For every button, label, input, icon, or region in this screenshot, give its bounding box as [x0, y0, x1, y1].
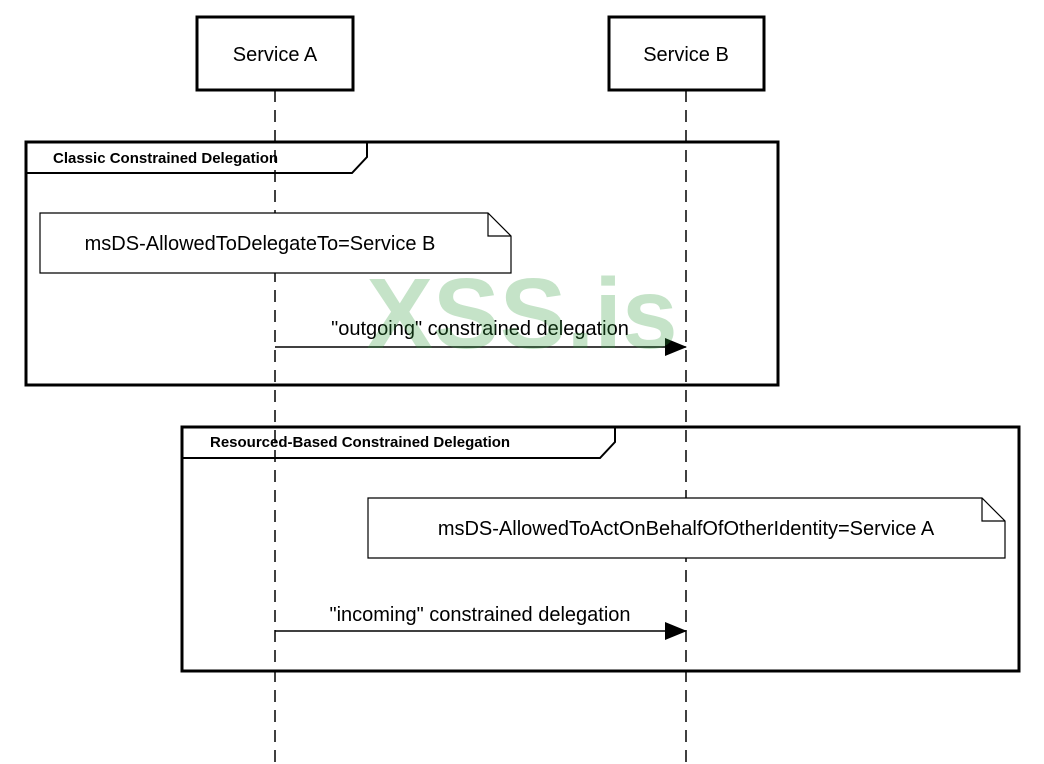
frame-title: Classic Constrained Delegation — [53, 150, 278, 167]
note-allowed-to-delegate-to: msDS-AllowedToDelegateTo=Service B — [39, 212, 512, 274]
participant-service-b[interactable]: Service B — [607, 15, 766, 92]
note-allowed-to-act-on-behalf: msDS-AllowedToActOnBehalfOfOtherIdentity… — [367, 497, 1006, 559]
message-label: "incoming" constrained delegation — [329, 604, 630, 626]
frame-resource-based-constrained-delegation: Resourced-Based Constrained Delegation m… — [180, 425, 1021, 673]
message-incoming-delegation: "incoming" constrained delegation — [275, 604, 687, 640]
frame-classic-constrained-delegation: Classic Constrained Delegation msDS-Allo… — [24, 140, 780, 387]
frame-title-tab — [26, 142, 368, 174]
note-text: msDS-AllowedToActOnBehalfOfOtherIdentity… — [438, 518, 935, 540]
message-label: "outgoing" constrained delegation — [331, 318, 629, 340]
frame-title-tab — [182, 427, 616, 459]
watermark: XSS.is — [366, 258, 677, 370]
participant-service-a[interactable]: Service A — [195, 15, 355, 92]
participant-label: Service A — [233, 44, 318, 66]
message-outgoing-delegation: "outgoing" constrained delegation — [275, 318, 687, 356]
note-text: msDS-AllowedToDelegateTo=Service B — [85, 233, 436, 255]
participant-label: Service B — [643, 44, 729, 66]
frame-title: Resourced-Based Constrained Delegation — [210, 434, 510, 451]
